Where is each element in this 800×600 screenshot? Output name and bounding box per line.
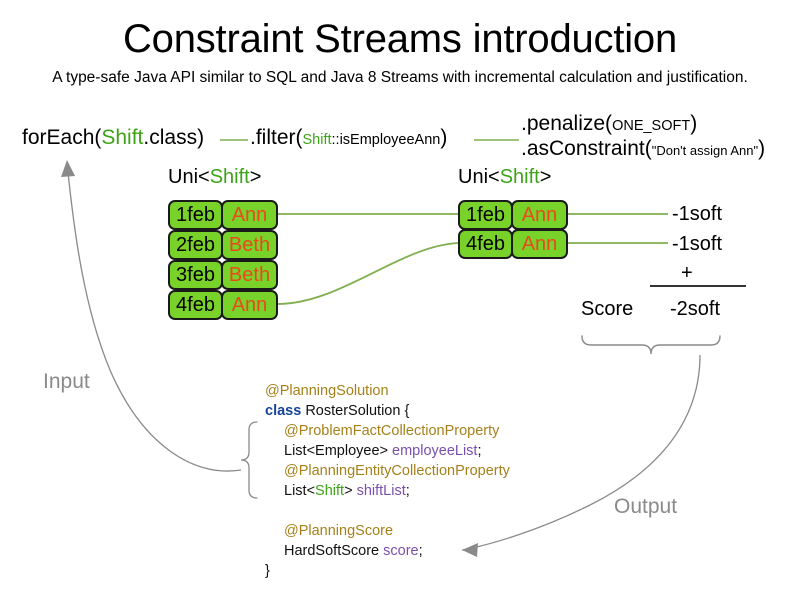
- uni-label-right: Uni<Shift>: [458, 166, 551, 189]
- shift-employee: Ann: [511, 200, 568, 230]
- filter-ref-type: Shift: [302, 132, 332, 148]
- sum-operator: +: [681, 262, 693, 284]
- code-fields-brace: [240, 421, 258, 499]
- penalize-suffix: ): [690, 112, 698, 135]
- code-type-shift-generic: Shift: [315, 483, 345, 499]
- page-subtitle: A type-safe Java API similar to SQL and …: [52, 69, 748, 86]
- code-type-shift-list-pre: List<: [284, 483, 316, 499]
- flow-line-4feb: [277, 242, 459, 305]
- uni-right-suffix: >: [539, 166, 552, 188]
- as-constraint-arg: "Don't assign Ann": [651, 143, 759, 158]
- code-semicolon: ;: [405, 483, 410, 499]
- code-annotation-planning-solution: @PlanningSolution: [265, 383, 389, 399]
- code-field-employee-list: employeeList: [392, 443, 478, 459]
- shift-employee: Ann: [221, 290, 278, 320]
- code-field-score: score: [383, 543, 419, 559]
- table-row[interactable]: 1feb Ann: [168, 200, 278, 230]
- code-class-name: RosterSolution {: [301, 403, 410, 419]
- pipeline-filter[interactable]: .filter(Shift::isEmployeeAnn): [250, 126, 447, 150]
- shift-date: 2feb: [168, 230, 223, 260]
- shift-date: 3feb: [168, 260, 223, 290]
- filter-suffix: ): [440, 126, 448, 149]
- shift-date: 1feb: [458, 200, 513, 230]
- code-type-hardsoftscore: HardSoftScore: [284, 543, 384, 559]
- uni-left-prefix: Uni<: [168, 166, 210, 188]
- penalty-value-1: -1soft: [672, 203, 723, 225]
- code-annotation-planning-score: @PlanningScore: [284, 523, 394, 539]
- foreach-type: Shift: [101, 126, 144, 149]
- code-block: @PlanningSolution class RosterSolution {…: [265, 381, 510, 581]
- table-row[interactable]: 3feb Beth: [168, 260, 278, 290]
- table-row[interactable]: 4feb Ann: [168, 290, 278, 320]
- shift-employee: Beth: [221, 260, 278, 290]
- table-row[interactable]: 2feb Beth: [168, 230, 278, 260]
- pipeline-penalize[interactable]: .penalize(ONE_SOFT): [521, 112, 697, 136]
- table-row[interactable]: 4feb Ann: [458, 229, 568, 259]
- penalize-prefix: .penalize(: [521, 112, 613, 135]
- shift-date: 4feb: [458, 229, 513, 259]
- as-constraint-suffix: ): [758, 137, 766, 160]
- penalize-arg: ONE_SOFT: [612, 118, 691, 134]
- uni-right-prefix: Uni<: [458, 166, 500, 188]
- code-annotation-problem-fact: @ProblemFactCollectionProperty: [284, 423, 500, 439]
- code-semicolon: ;: [418, 543, 423, 559]
- table-row[interactable]: 1feb Ann: [458, 200, 568, 230]
- shift-date: 4feb: [168, 290, 223, 320]
- score-total-value: -2soft: [670, 298, 721, 320]
- uni-right-type: Shift: [499, 166, 540, 188]
- code-field-shift-list: shiftList: [356, 483, 406, 499]
- page-title: Constraint Streams introduction: [122, 17, 678, 61]
- shift-employee: Ann: [511, 229, 568, 259]
- pipeline-as-constraint[interactable]: .asConstraint("Don't assign Ann"): [521, 137, 765, 161]
- shift-employee: Ann: [221, 200, 278, 230]
- pipeline-foreach[interactable]: forEach(Shift.class): [22, 126, 204, 150]
- code-annotation-planning-entity: @PlanningEntityCollectionProperty: [284, 463, 510, 479]
- code-semicolon: ;: [477, 443, 482, 459]
- foreach-prefix: forEach(: [22, 126, 102, 149]
- score-label: Score: [581, 298, 634, 320]
- filter-ref-method: ::isEmployeeAnn: [331, 132, 441, 148]
- score-brace: [581, 335, 721, 355]
- code-type-shift-list-post: >: [344, 483, 357, 499]
- penalty-value-2: -1soft: [672, 233, 723, 255]
- as-constraint-prefix: .asConstraint(: [521, 137, 652, 160]
- output-annotation-label: Output: [614, 495, 678, 518]
- uni-left-type: Shift: [209, 166, 250, 188]
- shift-employee: Beth: [221, 230, 278, 260]
- code-closing-brace: }: [265, 563, 270, 579]
- filter-prefix: .filter(: [250, 126, 303, 149]
- uni-left-suffix: >: [249, 166, 262, 188]
- code-keyword-class: class: [265, 403, 302, 419]
- code-type-employee-list: List<Employee>: [284, 443, 393, 459]
- input-arrow-head: [61, 160, 75, 177]
- shift-date: 1feb: [168, 200, 223, 230]
- uni-label-left: Uni<Shift>: [168, 166, 261, 189]
- foreach-suffix: .class): [143, 126, 205, 149]
- input-annotation-label: Input: [43, 370, 90, 393]
- sum-rule-line: [650, 285, 746, 287]
